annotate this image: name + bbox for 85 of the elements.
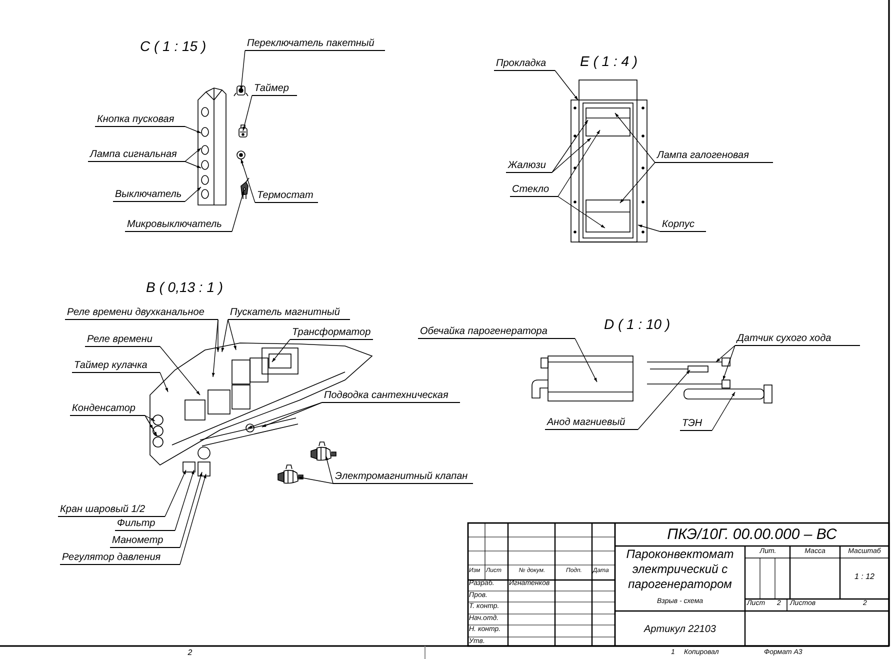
leader-line xyxy=(160,346,200,396)
leader-line xyxy=(716,345,736,362)
leader-line xyxy=(180,472,202,548)
leader-line xyxy=(184,161,202,168)
microswitch-drawing xyxy=(240,178,250,200)
leader-line xyxy=(144,415,158,436)
leader-line xyxy=(212,319,218,378)
leader-line xyxy=(298,476,334,484)
callout-label: Обечайка парогенератора xyxy=(418,325,575,339)
leader-line xyxy=(558,196,606,228)
drawing-number: ПКЭ/10Г. 00.00.000 – ВС xyxy=(666,526,838,545)
callout-label: Лампа сигнальная xyxy=(88,148,185,162)
callout-label: Трансформатор xyxy=(290,326,373,340)
callout-label: Пускатель магнитный xyxy=(228,306,350,320)
callout-label: Термостат xyxy=(255,189,318,203)
timer-drawing xyxy=(238,124,248,138)
callout-label: Манометр xyxy=(110,534,180,548)
callout-label: Конденсатор xyxy=(70,402,145,416)
callout-label: Кнопка пусковая xyxy=(95,113,185,127)
callout-label: Стекло xyxy=(510,183,558,197)
view-title: E ( 1 : 4 ) xyxy=(580,53,639,70)
leader-line xyxy=(326,456,334,484)
callout-label: Выключатель xyxy=(113,188,185,202)
sensor-and-heater-drawing xyxy=(646,358,772,404)
leader-line xyxy=(184,148,202,162)
callout-label: Фильтр xyxy=(115,517,175,531)
lamp-housing-drawing xyxy=(570,80,648,242)
leader-line xyxy=(164,470,186,517)
leader-line xyxy=(221,319,228,352)
leader-line xyxy=(712,392,736,431)
leader-line xyxy=(272,339,290,362)
steam-generator-drawing xyxy=(532,356,634,402)
leader-line xyxy=(184,126,202,134)
drawing-name: Пароконвектомат электрический с парогенератором xyxy=(625,547,735,592)
leader-line xyxy=(262,402,322,428)
callout-label: Подводка сантехническая xyxy=(322,389,460,403)
leader-line xyxy=(180,474,206,565)
callout-label: ТЭН xyxy=(680,417,712,431)
callout-label: Лампа галогеновая xyxy=(655,149,773,163)
article-number: Артикул 22103 xyxy=(642,624,717,636)
leader-line xyxy=(232,190,244,232)
leader-line xyxy=(184,186,202,202)
leader-line xyxy=(614,112,656,163)
sheet-number: 2 xyxy=(186,648,194,658)
callout-label: Таймер кулачка xyxy=(72,359,160,373)
solenoid-valve-drawing xyxy=(310,442,336,461)
leader-line xyxy=(638,224,660,232)
cell-value: 1 : 12 xyxy=(853,572,876,582)
callout-label: Кран шаровый 1/2 xyxy=(58,503,165,517)
solenoid-valve-drawing xyxy=(278,464,304,484)
leader-line xyxy=(144,415,156,422)
callout-label: Переключатель пакетный xyxy=(245,37,385,51)
view-title: D ( 1 : 10 ) xyxy=(604,316,672,334)
callout-label: Прокладка xyxy=(494,57,555,71)
view-title: C ( 1 : 15 ) xyxy=(140,38,208,56)
leader-line xyxy=(554,70,578,100)
switch-drawing xyxy=(234,86,248,96)
callout-label: Корпус xyxy=(660,218,706,232)
leader-line xyxy=(558,130,600,197)
leader-line xyxy=(552,138,592,173)
leader-line xyxy=(620,162,656,204)
leader-line xyxy=(216,319,220,352)
view-title: B ( 0,13 : 1 ) xyxy=(146,279,224,296)
leader-line xyxy=(722,345,736,380)
thermostat-drawing xyxy=(236,150,246,166)
leader-line xyxy=(240,50,246,90)
callout-label: Жалюзи xyxy=(506,159,552,173)
leader-line xyxy=(574,338,598,382)
callout-label: Реле времени двухканальное xyxy=(65,306,218,320)
leader-line xyxy=(228,319,236,350)
leader-line xyxy=(248,402,322,428)
callout-label: Таймер xyxy=(252,82,297,96)
control-panel-drawing xyxy=(198,88,226,206)
callout-label: Анод магниевый xyxy=(545,416,638,430)
callout-label: Микровыключатель xyxy=(125,218,232,232)
callout-label: Датчик сухого хода xyxy=(735,332,860,346)
leader-line xyxy=(160,372,168,392)
callout-label: Электромагнитный клапан xyxy=(333,470,473,484)
leader-line xyxy=(242,95,252,132)
callout-label: Реле времени xyxy=(85,333,160,347)
leader-line xyxy=(240,158,256,203)
leader-line xyxy=(638,370,690,430)
callout-label: Регулятор давления xyxy=(60,551,180,565)
leader-line xyxy=(552,120,588,173)
leader-line xyxy=(174,470,194,531)
